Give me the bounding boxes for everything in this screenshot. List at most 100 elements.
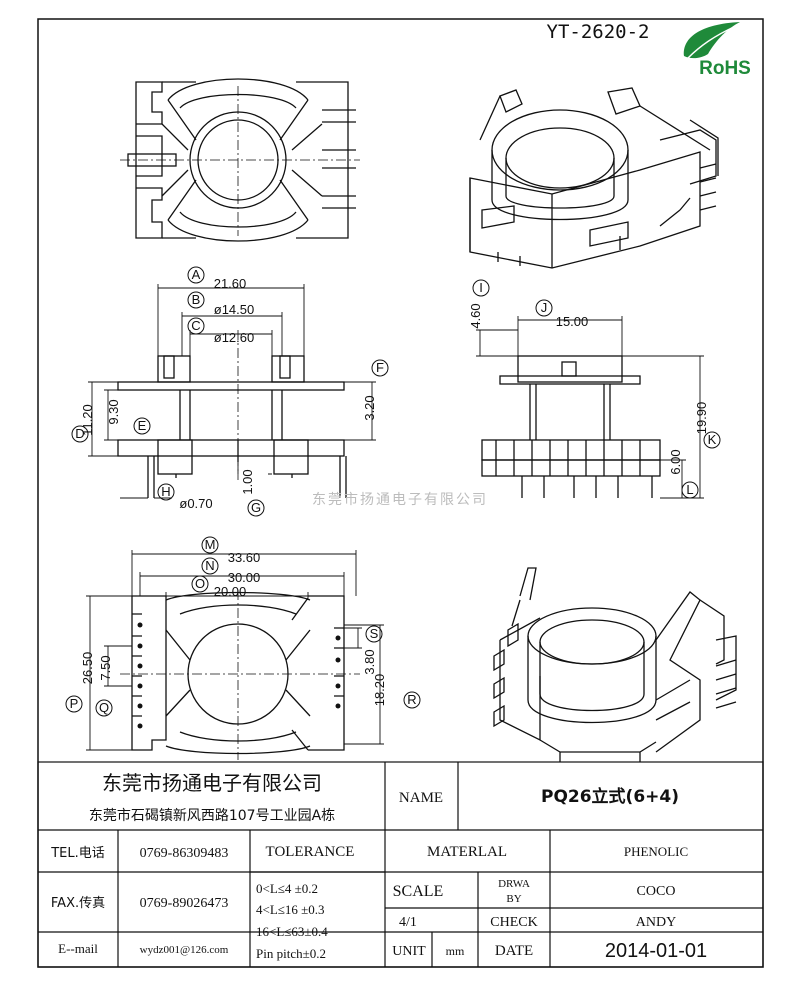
dim-p-value: 26.50 bbox=[80, 652, 95, 685]
side-view-drawing bbox=[481, 355, 661, 498]
bottom-view-drawing bbox=[131, 591, 345, 755]
drawing-number: YT-2620-2 bbox=[547, 21, 650, 43]
dim-o-group: O 20.00 bbox=[191, 575, 247, 599]
dim-i-value: 4.60 bbox=[468, 303, 483, 328]
dim-n-group: N 30.00 bbox=[201, 557, 261, 585]
company-name: 东莞市扬通电子有限公司 bbox=[102, 771, 322, 795]
dim-g-value: 1.00 bbox=[240, 469, 255, 494]
dim-h-group: H ø0.70 bbox=[157, 483, 213, 511]
email-value: wydz001@126.com bbox=[140, 944, 229, 956]
date-value: 2014-01-01 bbox=[605, 940, 707, 962]
dim-e-group: E 9.30 bbox=[106, 399, 151, 435]
part-name: PQ26立式(6+4) bbox=[541, 786, 679, 807]
material-value: PHENOLIC bbox=[624, 844, 688, 859]
svg-text:L: L bbox=[686, 482, 693, 497]
svg-text:S: S bbox=[370, 626, 379, 641]
dim-i-group: I 4.60 bbox=[468, 279, 490, 329]
svg-text:C: C bbox=[191, 318, 200, 333]
dim-a-group: A 21.60 bbox=[187, 266, 247, 291]
fax-value: 0769-89026473 bbox=[140, 896, 229, 911]
dim-j-value: 15.00 bbox=[556, 314, 589, 329]
dim-l-value: 6.00 bbox=[668, 449, 683, 474]
isometric-view-top bbox=[469, 87, 719, 269]
side-view-dimension-lines bbox=[476, 316, 704, 499]
unit-label: UNIT bbox=[392, 944, 426, 959]
svg-text:M: M bbox=[205, 537, 216, 552]
scale-value: 4/1 bbox=[399, 915, 417, 930]
dim-b-value: ø14.50 bbox=[214, 302, 254, 317]
dim-c-group: C ø12.60 bbox=[187, 317, 254, 345]
company-address: 东莞市石碣镇新风西路107号工业园A栋 bbox=[89, 807, 335, 824]
dim-r-group: R 18.20 bbox=[372, 674, 421, 709]
svg-text:A: A bbox=[192, 267, 201, 282]
svg-text:O: O bbox=[195, 576, 205, 591]
svg-text:Q: Q bbox=[99, 700, 109, 715]
svg-text:P: P bbox=[70, 696, 79, 711]
unit-value: mm bbox=[446, 944, 465, 958]
fax-label: FAX.传真 bbox=[51, 896, 105, 911]
date-label: DATE bbox=[495, 943, 533, 959]
svg-text:K: K bbox=[708, 432, 717, 447]
dim-r-value: 18.20 bbox=[372, 674, 387, 707]
dim-h-value: ø0.70 bbox=[179, 496, 212, 511]
dim-d-value: 11.20 bbox=[80, 404, 95, 436]
pin-holes bbox=[137, 622, 341, 729]
svg-text:R: R bbox=[407, 692, 416, 707]
svg-text:E: E bbox=[138, 418, 147, 433]
svg-text:I: I bbox=[479, 280, 483, 295]
front-view-drawing bbox=[117, 355, 347, 498]
svg-text:F: F bbox=[376, 360, 384, 375]
name-label: NAME bbox=[399, 790, 443, 806]
tel-label: TEL.电话 bbox=[50, 846, 105, 861]
check-label: CHECK bbox=[490, 915, 537, 930]
dim-g-group: G 1.00 bbox=[240, 469, 265, 517]
isometric-view-bottom bbox=[493, 567, 737, 762]
dim-n-value: 30.00 bbox=[228, 570, 261, 585]
dim-j-group: J 15.00 bbox=[535, 299, 589, 329]
watermark-text: 东莞市扬通电子有限公司 bbox=[312, 491, 488, 508]
dim-a-value: 21.60 bbox=[214, 276, 247, 291]
scale-label: SCALE bbox=[393, 883, 444, 900]
dim-k-value: 19.90 bbox=[694, 402, 709, 435]
rohs-logo: RoHS bbox=[683, 22, 751, 79]
dim-s-group: S 3.80 bbox=[362, 625, 383, 675]
tolerance-line-3: 16<L≤63±0.4 bbox=[256, 924, 328, 939]
dim-m-value: 33.60 bbox=[228, 550, 261, 565]
dim-f-group: F 3.20 bbox=[362, 359, 389, 421]
drawn-by-label-1: DRWA bbox=[498, 878, 530, 890]
dim-o-value: 20.00 bbox=[214, 584, 247, 599]
tolerance-line-1: 0<L≤4 ±0.2 bbox=[256, 881, 318, 896]
dim-p-group: P 26.50 bbox=[65, 652, 95, 713]
svg-text:H: H bbox=[161, 484, 170, 499]
drawn-by-label-2: BY bbox=[506, 893, 521, 905]
front-view-dimension-lines bbox=[88, 284, 376, 499]
tolerance-line-4: Pin pitch±0.2 bbox=[256, 946, 326, 961]
dim-s-value: 3.80 bbox=[362, 649, 377, 674]
material-label: MATERLAL bbox=[427, 844, 507, 860]
svg-text:J: J bbox=[541, 300, 548, 315]
svg-text:N: N bbox=[205, 558, 214, 573]
svg-text:G: G bbox=[251, 500, 261, 515]
dim-e-value: 9.30 bbox=[106, 399, 121, 424]
check-value: ANDY bbox=[636, 915, 676, 930]
rohs-label: RoHS bbox=[699, 58, 751, 79]
dim-q-value: 7.50 bbox=[98, 655, 113, 680]
dim-b-group: B ø14.50 bbox=[187, 291, 254, 317]
drawn-by-value: COCO bbox=[637, 884, 676, 899]
dim-c-value: ø12.60 bbox=[214, 330, 254, 345]
dim-f-value: 3.20 bbox=[362, 395, 377, 420]
dim-l-group: L 6.00 bbox=[668, 449, 699, 499]
tolerance-line-2: 4<L≤16 ±0.3 bbox=[256, 902, 325, 917]
dim-m-group: M 33.60 bbox=[201, 536, 261, 565]
title-block bbox=[37, 761, 764, 968]
dim-k-group: K 19.90 bbox=[694, 402, 721, 449]
tolerance-label: TOLERANCE bbox=[266, 844, 355, 860]
bottom-view-dimension-lines bbox=[86, 550, 384, 751]
svg-text:B: B bbox=[192, 292, 201, 307]
dim-q-group: Q 7.50 bbox=[95, 655, 113, 717]
email-label: E--mail bbox=[58, 941, 98, 956]
dim-d-group: D 11.20 bbox=[71, 404, 95, 443]
svg-text:D: D bbox=[75, 426, 84, 441]
tel-value: 0769-86309483 bbox=[140, 846, 229, 861]
